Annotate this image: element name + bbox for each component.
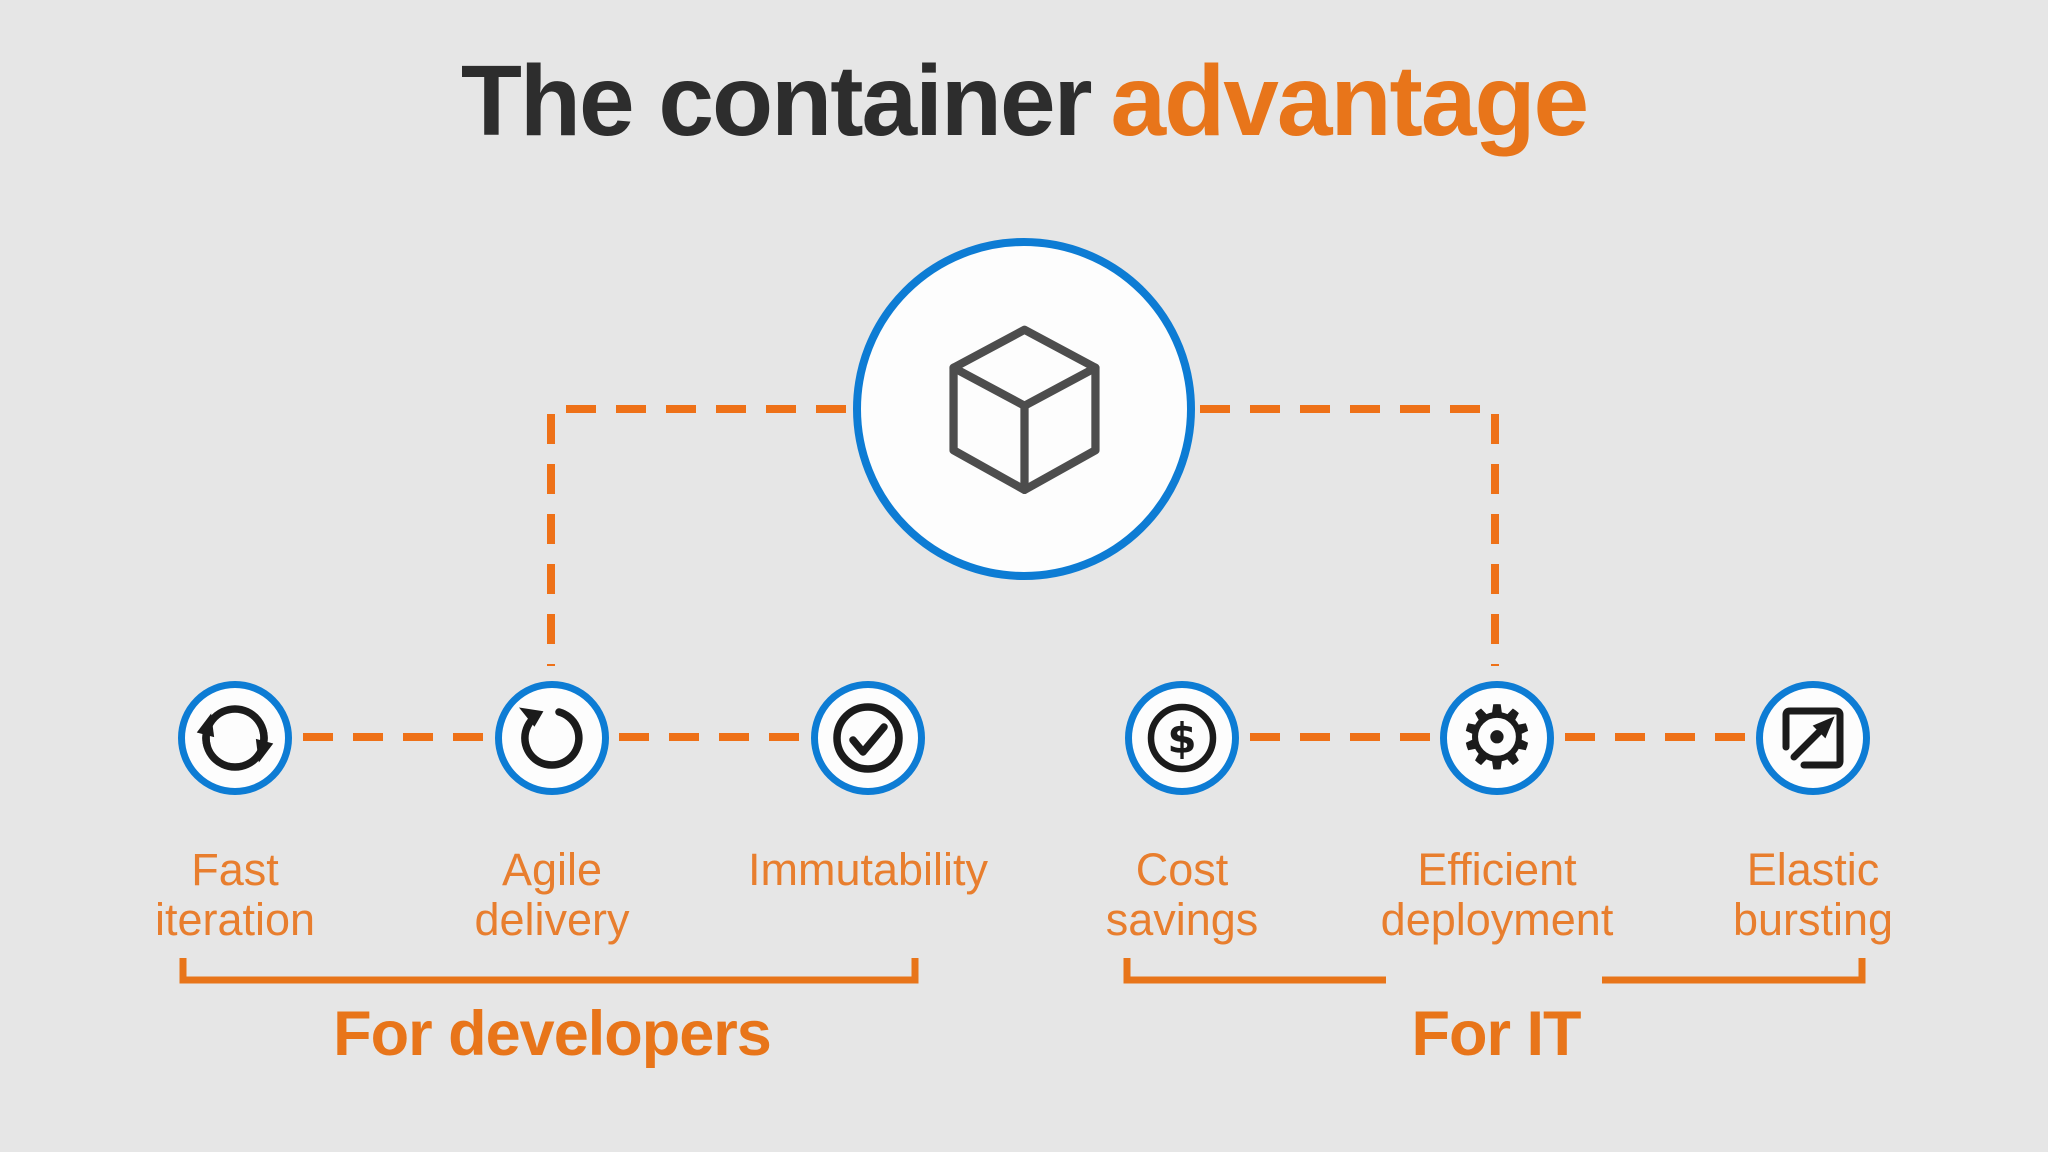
gear-icon: ⚙ [1457, 686, 1537, 789]
label-line: iteration [154, 894, 316, 945]
it-bracket-right [1602, 958, 1866, 984]
check-circle-icon [833, 703, 903, 773]
label-fast-iteration: Fast iteration [155, 845, 315, 945]
group-label-for-developers: For developers [333, 999, 772, 1069]
node-immutability [811, 681, 925, 795]
label-cost-savings: Cost savings [1106, 845, 1259, 945]
hub-node [853, 238, 1195, 580]
label-line: Cost [1135, 844, 1229, 895]
expand-arrow-icon [1782, 707, 1844, 769]
label-line: Immutability [747, 844, 989, 895]
rotate-arrow-icon [519, 707, 583, 769]
it-bracket-left [1123, 958, 1386, 984]
node-efficient-deployment: ⚙ [1440, 681, 1554, 795]
label-line: Elastic [1746, 844, 1880, 895]
title-highlight: advantage [1110, 45, 1590, 157]
node-elastic-bursting [1756, 681, 1870, 795]
developers-bracket [179, 958, 919, 984]
hub-left-connector [547, 405, 846, 666]
label-line: deployment [1380, 894, 1614, 945]
label-agile-delivery: Agile delivery [474, 845, 629, 945]
label-line: bursting [1732, 894, 1894, 945]
label-line: Efficient [1417, 844, 1577, 895]
label-line: delivery [474, 894, 630, 945]
label-line: savings [1105, 894, 1259, 945]
label-elastic-bursting: Elastic bursting [1733, 845, 1893, 945]
group-label-for-it: For IT [1411, 999, 1582, 1069]
hub-right-connector [1200, 405, 1499, 666]
title-prefix: The container [460, 45, 1093, 157]
label-immutability: Immutability [748, 845, 988, 895]
node-fast-iteration [178, 681, 292, 795]
node-cost-savings: $ [1125, 681, 1239, 795]
node-agile-delivery [495, 681, 609, 795]
container-cube-icon [948, 325, 1100, 494]
dollar-circle-icon: $ [1147, 703, 1217, 773]
label-efficient-deployment: Efficient deployment [1381, 845, 1614, 945]
sync-icon [196, 705, 274, 771]
label-line: Agile [501, 844, 603, 895]
label-line: Fast [191, 844, 279, 895]
svg-text:$: $ [1167, 714, 1196, 763]
